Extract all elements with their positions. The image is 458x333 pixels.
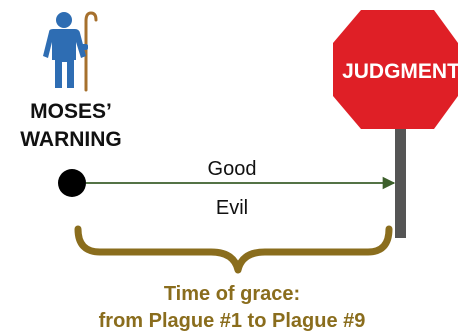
grace-title: Time of grace: — [164, 283, 300, 305]
evil-label: Evil — [216, 197, 248, 219]
grace-subtitle: from Plague #1 to Plague #9 — [99, 310, 366, 332]
good-label: Good — [208, 158, 257, 180]
judgment-label: JUDGMENT — [342, 60, 458, 83]
start-point — [58, 169, 86, 197]
grace-brace — [74, 225, 393, 274]
warning-title-line1: MOSES’ — [30, 100, 112, 123]
warning-title-line2: WARNING — [20, 128, 122, 151]
sign-post — [395, 120, 406, 238]
stop-sign-icon — [333, 10, 458, 129]
person-with-staff-icon — [43, 11, 98, 92]
